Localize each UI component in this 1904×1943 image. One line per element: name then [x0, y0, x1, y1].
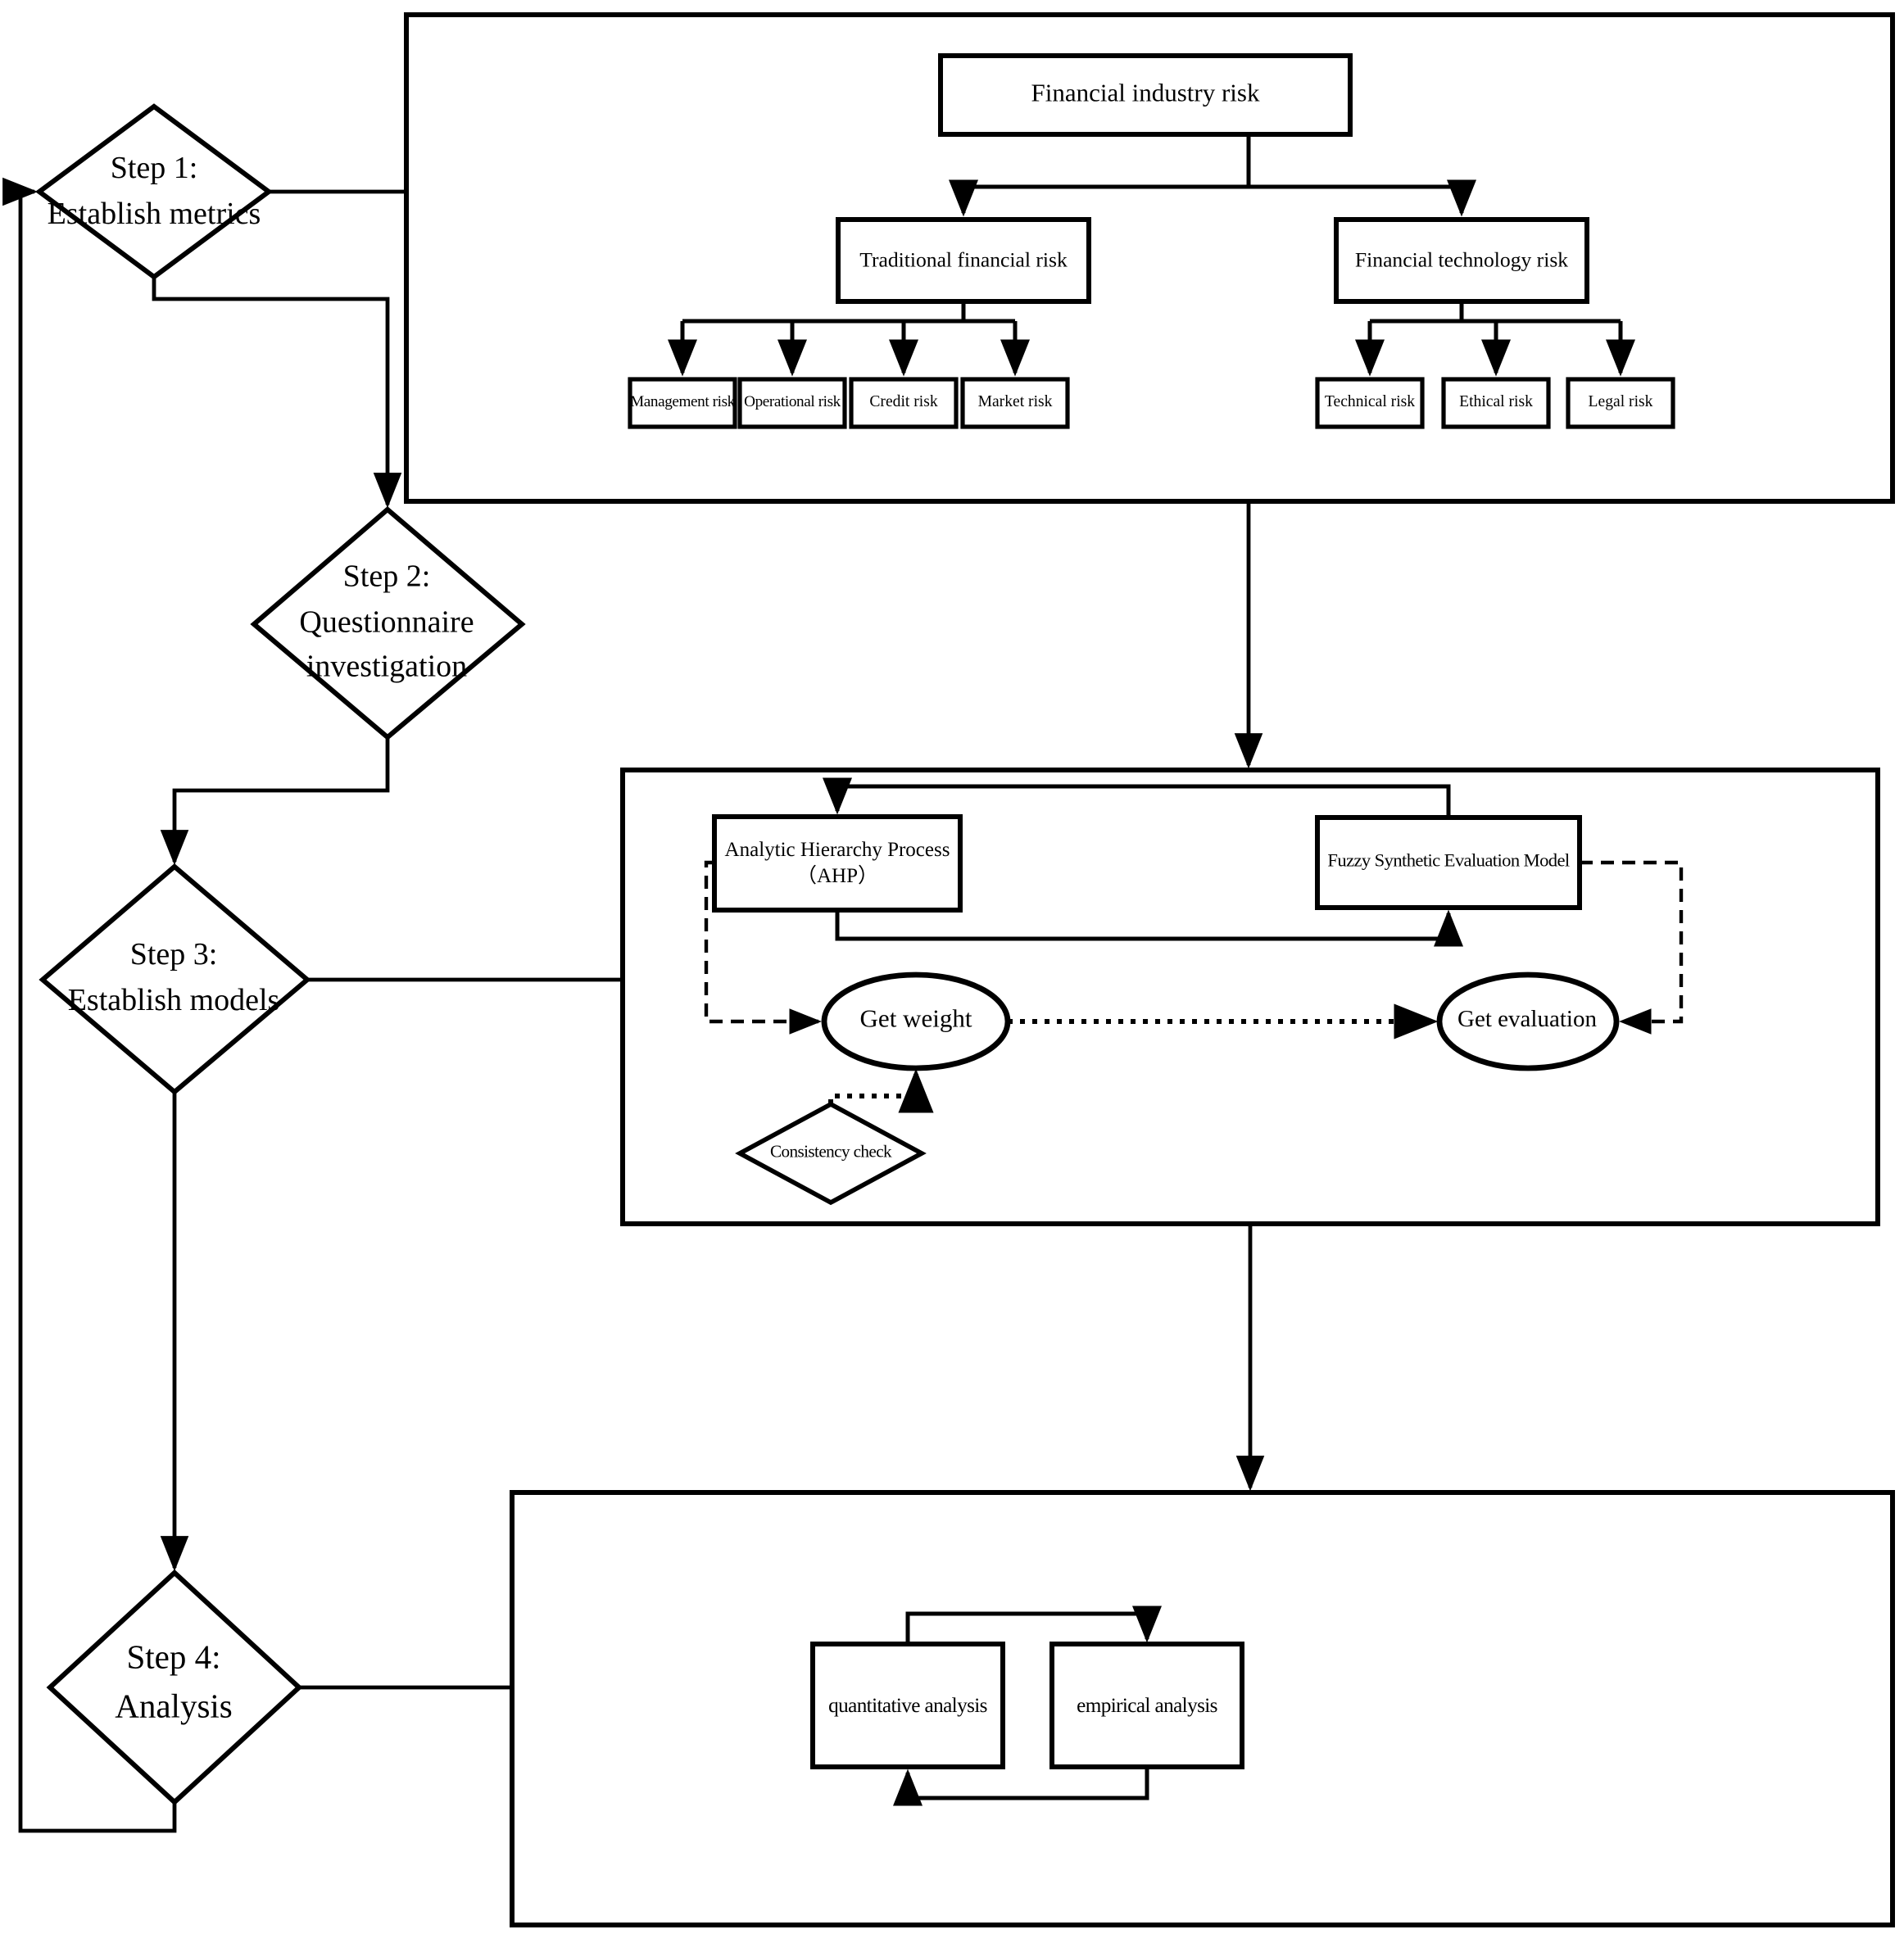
step1-diamond — [34, 103, 274, 280]
edge-ahp-to-fuzzy-loop — [835, 909, 1463, 947]
step4-diamond — [46, 1569, 303, 1806]
node-empirical-analysis — [1049, 1642, 1244, 1769]
node-ethical-risk — [1441, 377, 1551, 429]
edge-step2-to-step3 — [160, 737, 390, 866]
node-operational-risk — [737, 377, 847, 429]
edge-ahp-to-getweight-dashed — [704, 860, 822, 1035]
node-quantitative-analysis — [810, 1642, 1005, 1769]
node-technical-risk — [1315, 377, 1425, 429]
node-get-evaluation — [1436, 972, 1620, 1071]
consistency-check-diamond — [735, 1101, 927, 1206]
node-credit-risk — [849, 377, 959, 429]
metrics-container-box — [404, 12, 1895, 504]
edge-consistency-to-getweight-dotted — [828, 1068, 934, 1113]
node-get-weight — [821, 972, 1011, 1071]
node-fuzzy-model — [1315, 815, 1582, 910]
node-ahp — [712, 814, 963, 913]
analysis-container-box — [510, 1490, 1895, 1927]
node-market-risk — [960, 377, 1070, 429]
edge-fuzzy-to-ahp-loop — [823, 777, 1451, 818]
edge-fuzzy-to-getevaluation-dashed — [1580, 860, 1684, 1035]
edge-empirical-to-quantitative-loop — [893, 1767, 1149, 1806]
node-traditional-financial-risk — [836, 217, 1091, 304]
edge-quantitative-to-empirical-loop — [905, 1606, 1162, 1644]
step2-diamond — [250, 506, 526, 741]
edge-feedback-loop — [2, 177, 177, 1833]
step3-diamond — [39, 863, 311, 1095]
edge-step1-to-step2 — [152, 277, 402, 509]
node-financial-industry-risk — [938, 53, 1353, 137]
node-financial-technology-risk — [1334, 217, 1589, 304]
node-management-risk — [628, 377, 737, 429]
node-legal-risk — [1566, 377, 1675, 429]
